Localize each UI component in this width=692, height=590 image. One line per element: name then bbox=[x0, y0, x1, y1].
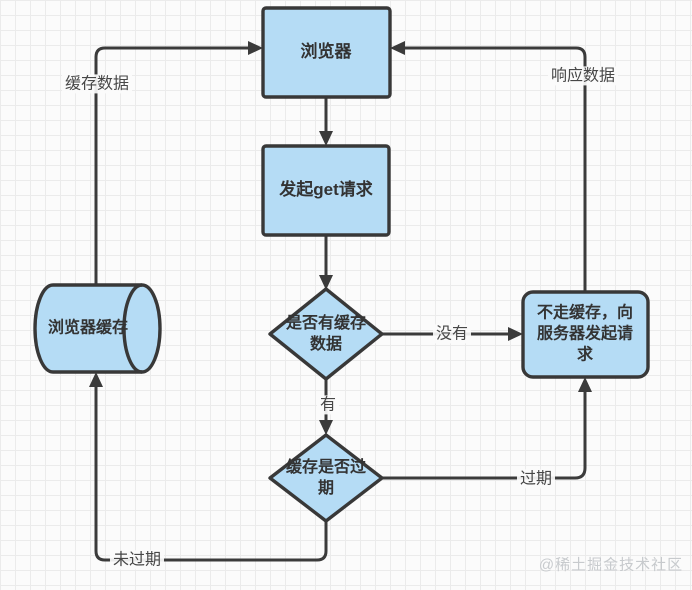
watermark-text: @稀土掘金技术社区 bbox=[538, 556, 684, 574]
edge-response-data-label: 响应数据 bbox=[547, 66, 619, 86]
edge-not-expired-branch-label: 未过期 bbox=[109, 550, 165, 570]
node-has-cache-decision-shape bbox=[268, 287, 384, 381]
arrowhead-up-icon bbox=[578, 377, 592, 392]
node-cache-expired-decision-label: 缓存是否过期 bbox=[285, 458, 366, 497]
node-browser-cache-cap-edge bbox=[122, 283, 143, 374]
arrowhead-down-icon bbox=[319, 420, 333, 435]
arrowhead-up-icon bbox=[89, 372, 103, 387]
edge-no-branch-label: 没有 bbox=[432, 324, 472, 344]
node-has-cache-decision-label: 是否有缓存数据 bbox=[285, 314, 366, 353]
node-no-cache-request-shape bbox=[521, 290, 650, 379]
edge-cache-data bbox=[94, 46, 251, 287]
edge-cache-data-label: 缓存数据 bbox=[61, 74, 133, 94]
node-get-request-shape bbox=[261, 144, 391, 237]
edge-expired-branch-label: 过期 bbox=[516, 469, 556, 489]
node-browser-cache-label: 浏览器缓存 bbox=[47, 319, 128, 337]
arrowhead-left-icon bbox=[390, 41, 405, 55]
node-browser-shape bbox=[261, 6, 392, 99]
edge-yes-branch-label: 有 bbox=[316, 395, 340, 415]
edge-not-expired-branch bbox=[94, 384, 328, 562]
arrowhead-down-icon bbox=[319, 275, 333, 290]
arrowhead-right-icon bbox=[248, 41, 263, 55]
arrowhead-right-icon bbox=[508, 327, 523, 341]
edge-expired-branch bbox=[380, 389, 587, 480]
arrowhead-down-icon bbox=[319, 131, 333, 146]
node-get-request-label: 发起get请求 bbox=[279, 179, 373, 199]
node-cache-expired-decision-shape bbox=[268, 433, 384, 523]
edge-response-data bbox=[402, 46, 587, 294]
node-no-cache-request-label: 不走缓存，向服务器发起请求 bbox=[536, 304, 633, 364]
node-browser-label: 浏览器 bbox=[300, 41, 352, 61]
